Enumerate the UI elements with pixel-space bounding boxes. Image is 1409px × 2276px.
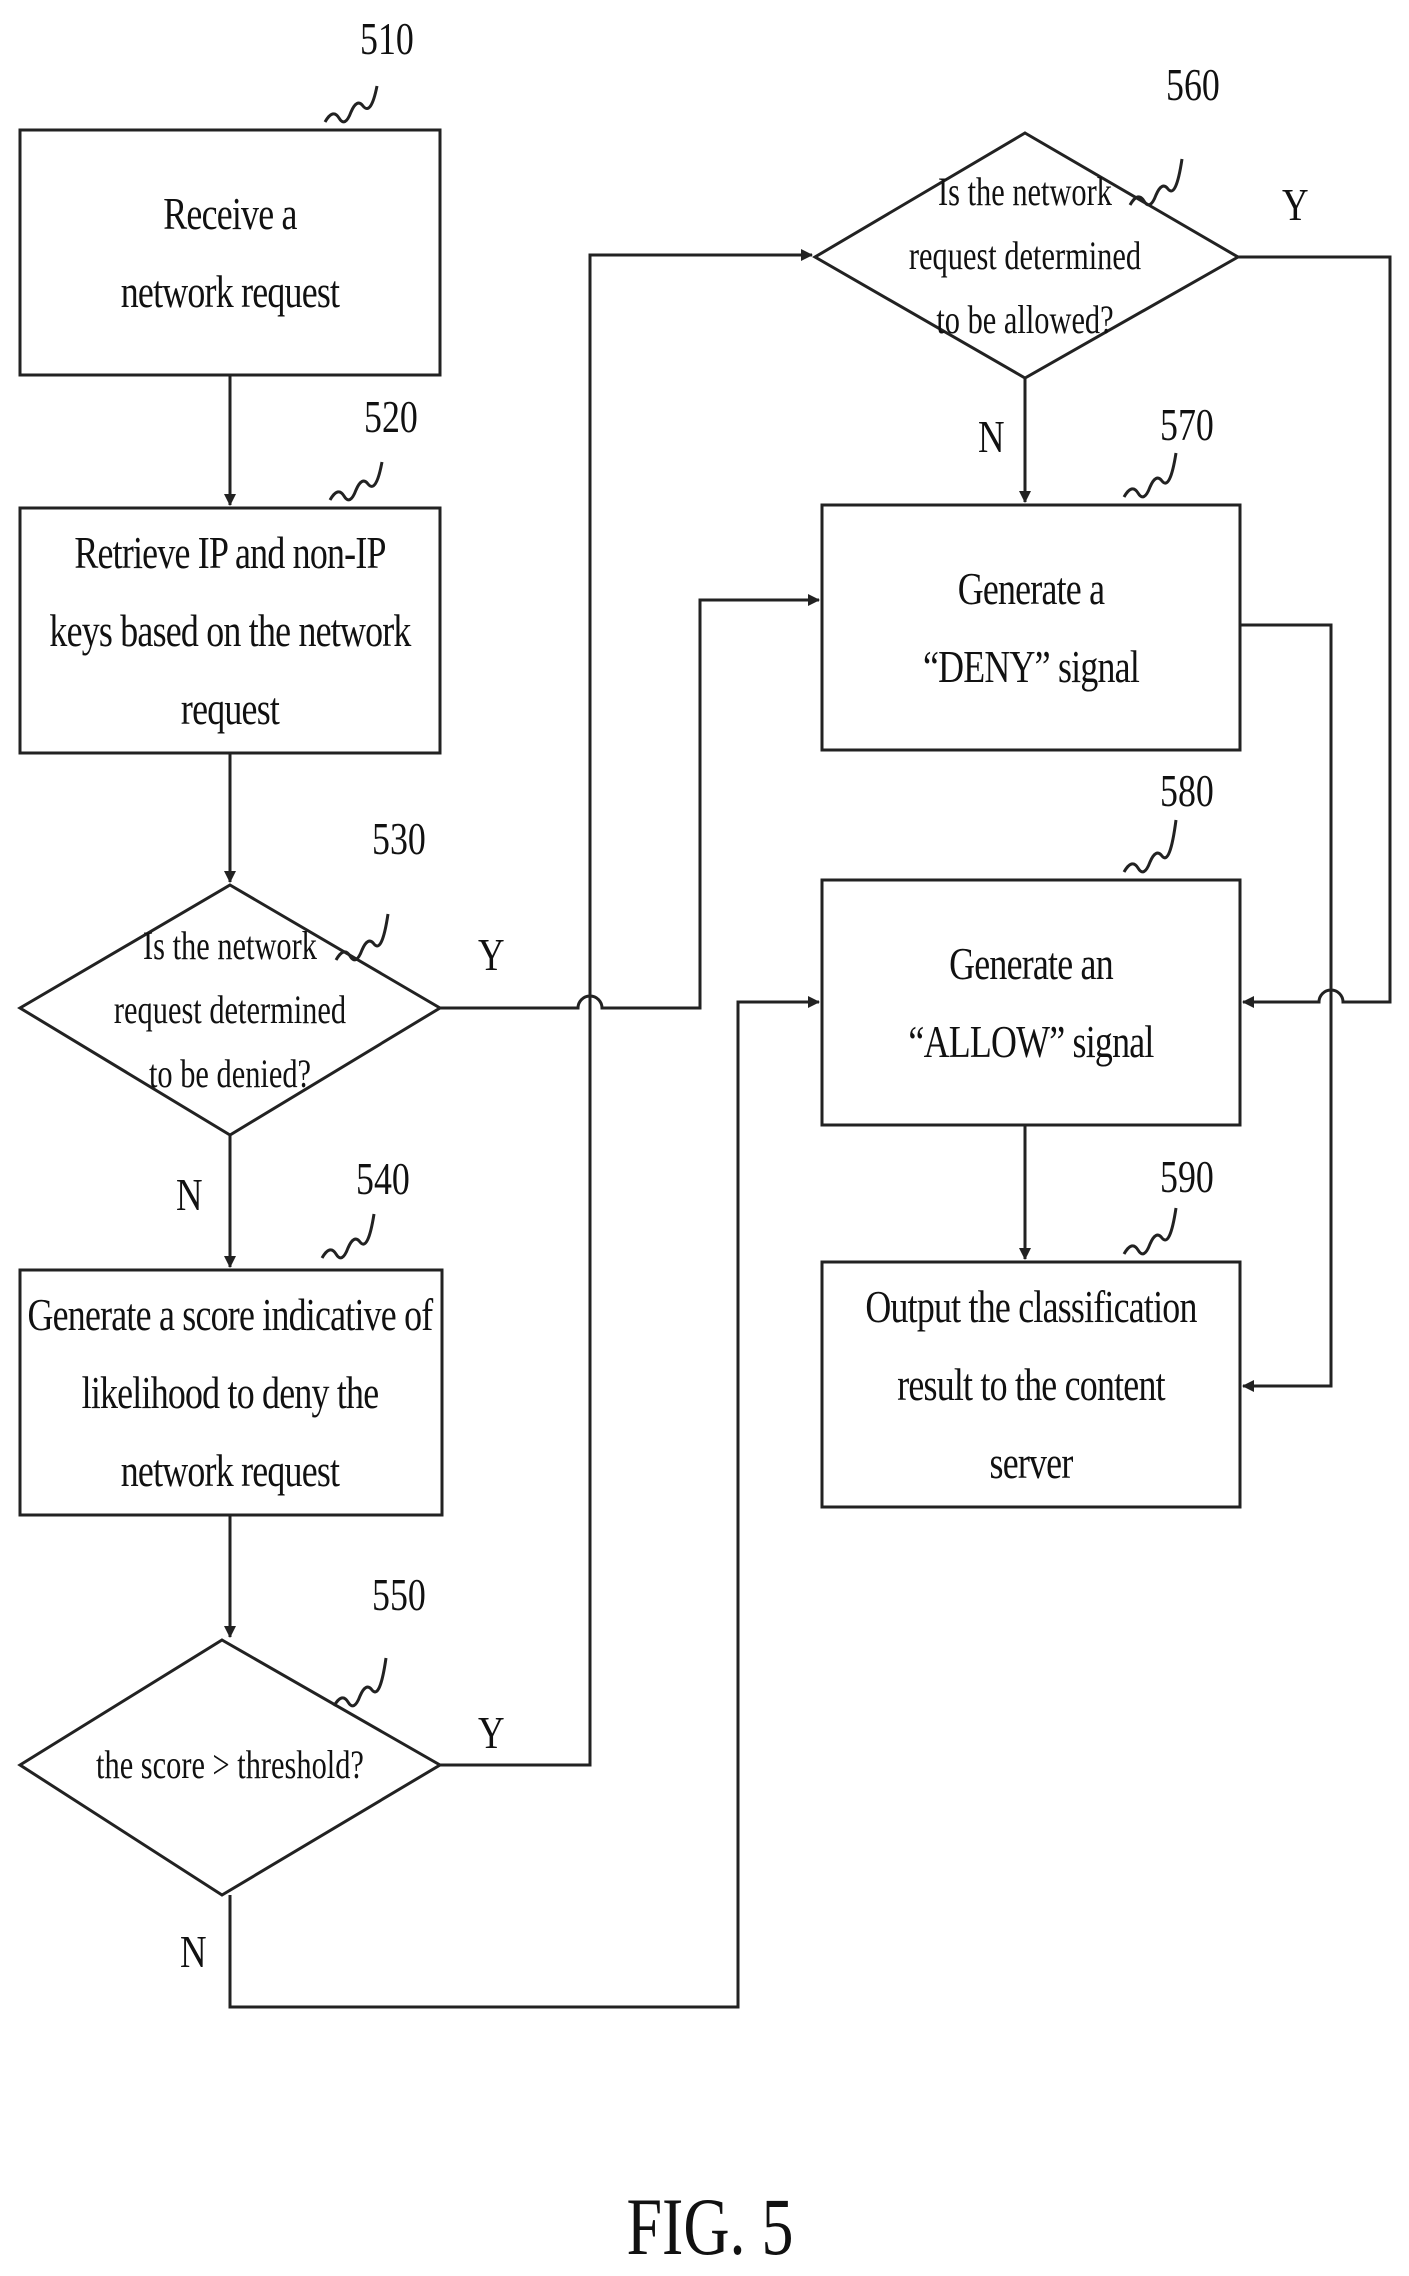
node-560-text: Is the network request determined to be … [881, 153, 1170, 358]
leader-590 [1124, 1208, 1176, 1254]
label-530-no: N [176, 1168, 203, 1221]
ref-540: 540 [356, 1152, 410, 1205]
node-590-text: Output the classification result to the … [837, 1262, 1225, 1507]
node-550-text: the score > threshold? [70, 1730, 389, 1800]
node-570-text: Generate a “DENY” signal [868, 505, 1194, 750]
ref-550: 550 [372, 1568, 426, 1621]
node-540-text: Generate a score indicative of likelihoo… [19, 1270, 440, 1515]
edge-560-580-yes [1238, 257, 1390, 1002]
edge-570-590 [1240, 625, 1331, 1386]
node-580-text: Generate an “ALLOW” signal [868, 880, 1194, 1125]
node-510-text: Receive a network request [66, 130, 394, 375]
label-560-yes: Y [1282, 178, 1309, 231]
ref-570: 570 [1160, 398, 1214, 451]
label-550-yes: Y [478, 1706, 505, 1759]
figure-caption: FIG. 5 [593, 2180, 827, 2274]
ref-530: 530 [372, 812, 426, 865]
leader-510 [325, 86, 377, 122]
ref-510: 510 [360, 12, 414, 65]
label-530-yes: Y [478, 928, 505, 981]
label-560-no: N [978, 410, 1005, 463]
leader-540 [322, 1214, 374, 1258]
node-530-text: Is the network request determined to be … [86, 905, 375, 1115]
edge-550-560-yes [440, 255, 812, 1765]
ref-560: 560 [1166, 58, 1220, 111]
leader-570 [1124, 453, 1176, 497]
node-520-text: Retrieve IP and non-IP keys based on the… [35, 508, 425, 753]
label-550-no: N [180, 1925, 207, 1978]
ref-580: 580 [1160, 764, 1214, 817]
ref-590: 590 [1160, 1150, 1214, 1203]
leader-580 [1124, 820, 1176, 872]
leader-550 [334, 1658, 386, 1706]
leader-520 [330, 462, 382, 500]
ref-520: 520 [364, 390, 418, 443]
